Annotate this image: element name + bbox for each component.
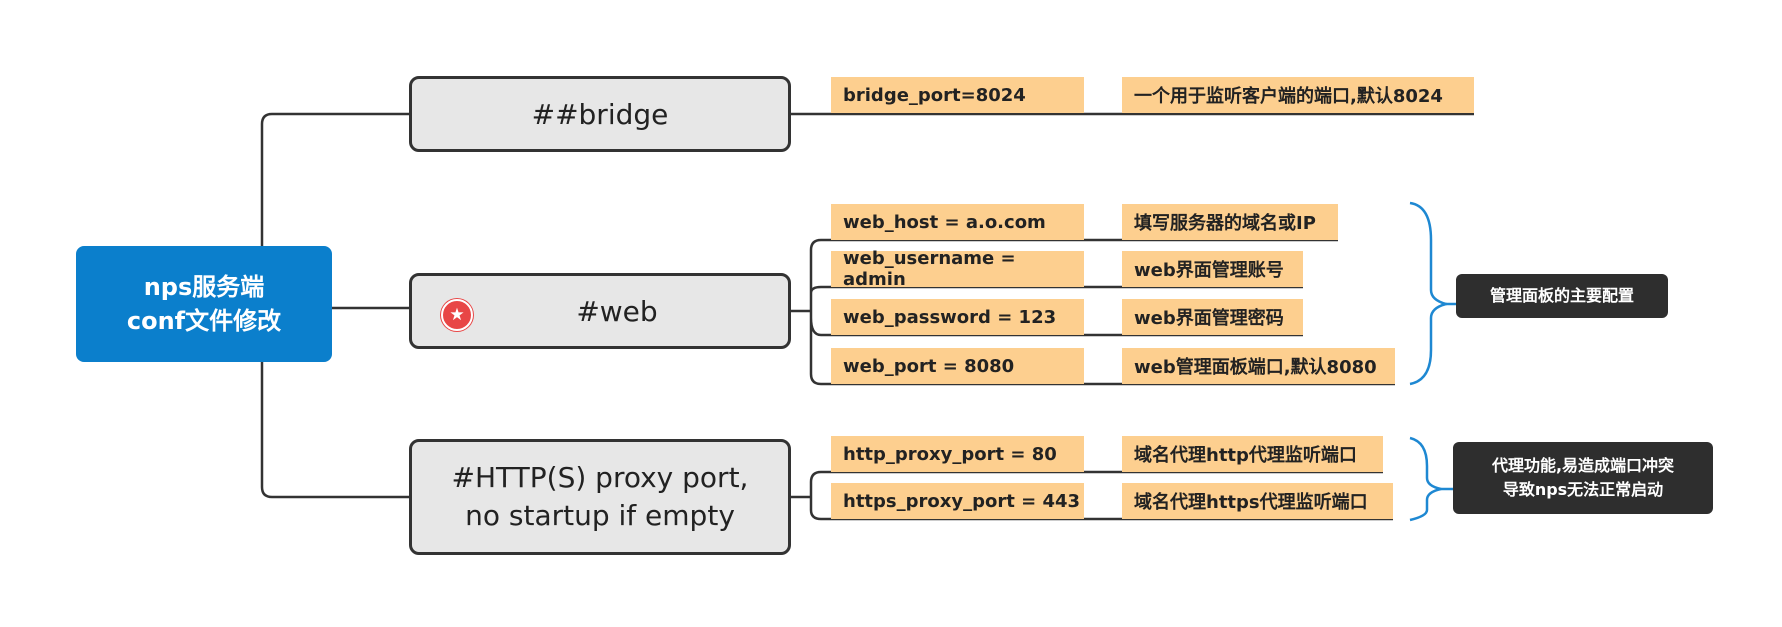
summary-brace-http — [1409, 436, 1442, 522]
topic-bridge[interactable]: ##bridge — [409, 76, 791, 152]
topic-http[interactable]: #HTTP(S) proxy port, no startup if empty — [409, 439, 791, 555]
web-username-desc[interactable]: web界面管理账号 — [1122, 251, 1303, 287]
web-port-desc[interactable]: web管理面板端口,默认8080 — [1122, 348, 1395, 384]
topic-web-label: #web — [576, 294, 658, 328]
web-host-key[interactable]: web_host = a.o.com — [831, 204, 1084, 240]
web-host-desc[interactable]: 填写服务器的域名或IP — [1122, 204, 1338, 240]
connector-web-items — [791, 238, 831, 386]
summary-http-line1: 代理功能,易造成端口冲突 — [1491, 456, 1675, 475]
root-title-line1: nps服务端 — [143, 273, 265, 301]
item-underlines-http — [831, 470, 1393, 521]
topic-web[interactable]: ★ #web — [409, 273, 791, 349]
root-title-line2: conf文件修改 — [126, 307, 282, 335]
summary-web-text: 管理面板的主要配置 — [1489, 286, 1634, 305]
topic-bridge-label: ##bridge — [531, 97, 669, 131]
summary-brace-web — [1409, 201, 1451, 386]
connector-root-bridge — [260, 112, 409, 310]
bridge-port-desc[interactable]: 一个用于监听客户端的端口,默认8024 — [1122, 77, 1474, 113]
connector-root-http — [260, 362, 409, 499]
web-port-key[interactable]: web_port = 8080 — [831, 348, 1084, 384]
https-proxy-port-desc[interactable]: 域名代理https代理监听端口 — [1122, 483, 1393, 519]
item-underlines-web — [831, 238, 1395, 386]
web-username-key[interactable]: web_username = admin — [831, 248, 1084, 290]
http-proxy-port-key[interactable]: http_proxy_port = 80 — [831, 436, 1084, 472]
root-node[interactable]: nps服务端 conf文件修改 — [76, 246, 332, 362]
star-icon: ★ — [441, 299, 473, 331]
topic-http-line1: #HTTP(S) proxy port, — [451, 461, 749, 494]
bridge-port-key[interactable]: bridge_port=8024 — [831, 77, 1084, 113]
http-proxy-port-desc[interactable]: 域名代理http代理监听端口 — [1122, 436, 1383, 472]
summary-http-line2: 导致nps无法正常启动 — [1502, 480, 1664, 499]
connector-http-items — [791, 470, 831, 521]
summary-web[interactable]: 管理面板的主要配置 — [1456, 274, 1668, 318]
summary-http[interactable]: 代理功能,易造成端口冲突 导致nps无法正常启动 — [1453, 442, 1713, 514]
https-proxy-port-key[interactable]: https_proxy_port = 443 — [831, 483, 1084, 519]
web-password-key[interactable]: web_password = 123 — [831, 299, 1084, 335]
web-password-desc[interactable]: web界面管理密码 — [1122, 299, 1303, 335]
topic-http-line2: no startup if empty — [465, 499, 735, 532]
